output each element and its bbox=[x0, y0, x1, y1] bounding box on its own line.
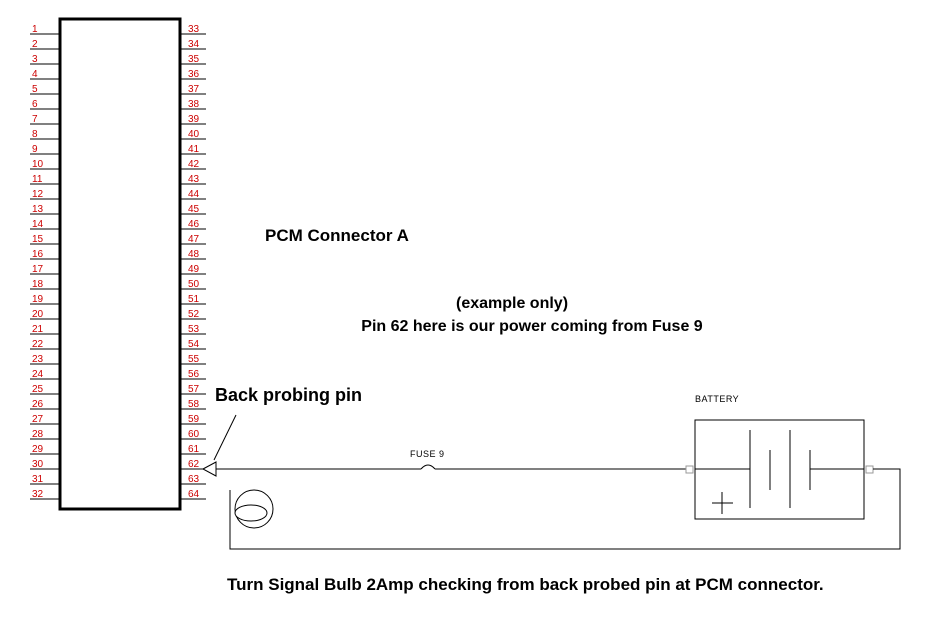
right-pin-number: 42 bbox=[188, 159, 200, 170]
left-pin-number: 32 bbox=[32, 489, 44, 500]
battery-label: BATTERY bbox=[695, 394, 739, 404]
right-pin-number: 39 bbox=[188, 114, 200, 125]
right-pin-number: 60 bbox=[188, 429, 200, 440]
right-pin-number: 49 bbox=[188, 264, 200, 275]
right-pin-number: 63 bbox=[188, 474, 200, 485]
right-pin-group: 33 34 35 36 37 38 39 40 41 42 43 44 45 46 47 48 49 50 51 52… bbox=[180, 24, 206, 500]
left-pin-number: 10 bbox=[32, 159, 44, 170]
left-pin-number: 11 bbox=[32, 174, 43, 185]
return-wire bbox=[229, 468, 901, 550]
example-note: (example only) bbox=[456, 295, 568, 312]
left-pin-number: 16 bbox=[32, 249, 44, 260]
right-pin-number: 53 bbox=[188, 324, 200, 335]
right-pin-number: 46 bbox=[188, 219, 200, 230]
bulb-icon bbox=[234, 489, 274, 529]
right-pin-number: 38 bbox=[188, 99, 200, 110]
probe-label: Back probing pin bbox=[215, 385, 362, 405]
left-pin-number: 27 bbox=[32, 414, 44, 425]
left-pin-number: 13 bbox=[32, 204, 44, 215]
left-pin-number: 20 bbox=[32, 309, 44, 320]
left-pin-number: 19 bbox=[32, 294, 44, 305]
right-pin-number: 48 bbox=[188, 249, 200, 260]
pcm-connector-body bbox=[58, 17, 182, 511]
fuse-label: FUSE 9 bbox=[410, 449, 445, 459]
probe-leader-line bbox=[213, 414, 237, 461]
right-pin-number: 59 bbox=[188, 414, 200, 425]
right-pin-number: 61 bbox=[188, 444, 200, 455]
left-pin-number: 29 bbox=[32, 444, 44, 455]
left-pin-number: 14 bbox=[32, 219, 44, 230]
connector-title: PCM Connector A bbox=[265, 226, 409, 245]
right-pin-number: 64 bbox=[188, 489, 200, 500]
right-pin-number: 44 bbox=[188, 189, 200, 200]
right-pin-number: 37 bbox=[188, 84, 200, 95]
left-pin-number: 2 bbox=[32, 39, 38, 50]
left-pin-number: 7 bbox=[32, 114, 38, 125]
left-pin-number: 12 bbox=[32, 189, 44, 200]
probe-arrow-icon bbox=[201, 461, 217, 477]
left-pin-number: 8 bbox=[32, 129, 38, 140]
right-pin-number: 51 bbox=[188, 294, 200, 305]
left-pin-number: 26 bbox=[32, 399, 44, 410]
left-pin-number: 15 bbox=[32, 234, 44, 245]
right-pin-number: 33 bbox=[188, 24, 200, 35]
battery-icon bbox=[685, 419, 874, 520]
left-pin-group: 1234567891011121314151617181920212223242… bbox=[30, 24, 60, 500]
right-pin-number: 47 bbox=[188, 234, 200, 245]
left-pin-number: 22 bbox=[32, 339, 44, 350]
right-pin-number: 57 bbox=[188, 384, 200, 395]
left-pin-number: 30 bbox=[32, 459, 44, 470]
left-pin-number: 24 bbox=[32, 369, 44, 380]
right-pin-number: 45 bbox=[188, 204, 200, 215]
right-pin-number: 55 bbox=[188, 354, 200, 365]
left-pin-number: 28 bbox=[32, 429, 44, 440]
left-pin-number: 6 bbox=[32, 99, 38, 110]
left-pin-number: 1 bbox=[32, 24, 38, 35]
right-pin-number: 40 bbox=[188, 129, 200, 140]
left-pin-number: 25 bbox=[32, 384, 44, 395]
right-pin-number: 52 bbox=[188, 309, 200, 320]
right-pin-number: 36 bbox=[188, 69, 200, 80]
right-pin-number: 58 bbox=[188, 399, 200, 410]
right-pin-number: 43 bbox=[188, 174, 200, 185]
left-pin-number: 23 bbox=[32, 354, 44, 365]
left-pin-number: 9 bbox=[32, 144, 38, 155]
left-pin-number: 4 bbox=[32, 69, 38, 80]
caption: Turn Signal Bulb 2Amp checking from back… bbox=[227, 575, 824, 594]
right-pin-number: 50 bbox=[188, 279, 200, 290]
right-pin-number: 54 bbox=[188, 339, 200, 350]
left-pin-number: 17 bbox=[32, 264, 44, 275]
left-pin-number: 31 bbox=[32, 474, 44, 485]
power-note: Pin 62 here is our power coming from Fus… bbox=[361, 318, 703, 335]
left-pin-number: 18 bbox=[32, 279, 44, 290]
fuse-icon bbox=[415, 464, 441, 470]
right-pin-number: 34 bbox=[188, 39, 200, 50]
right-pin-number: 35 bbox=[188, 54, 200, 65]
right-pin-number: 41 bbox=[188, 144, 200, 155]
right-pin-number: 62 bbox=[188, 459, 200, 470]
left-pin-number: 5 bbox=[32, 84, 38, 95]
right-pin-number: 56 bbox=[188, 369, 200, 380]
left-pin-number: 3 bbox=[32, 54, 38, 65]
left-pin-number: 21 bbox=[32, 324, 44, 335]
